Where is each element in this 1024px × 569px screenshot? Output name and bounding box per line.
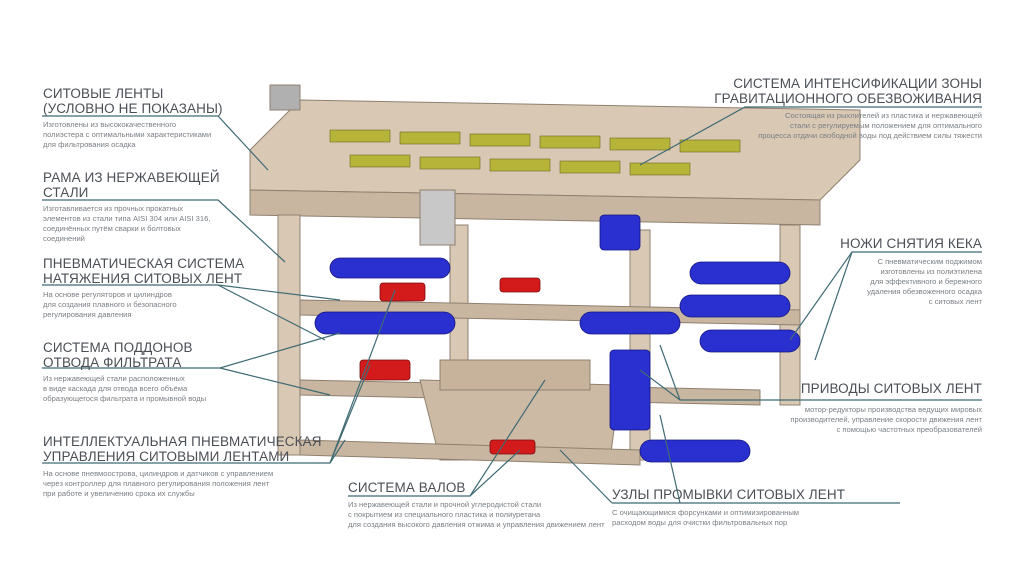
title-line: (условно не показаны) bbox=[43, 101, 223, 116]
desc-line: полиэстера с оптимальными характеристика… bbox=[43, 130, 212, 139]
callout-rollers-desc: Из нержавеющей стали и прочной углеродис… bbox=[348, 500, 605, 530]
leader-lines bbox=[42, 106, 982, 504]
desc-line: изготовлены из полиэтилена bbox=[880, 267, 982, 276]
desc-line: соединённых путём сварки и болтовых bbox=[43, 224, 181, 233]
desc-line: при работе и увеличению срока их службы bbox=[43, 489, 195, 498]
callout-washing-desc: С очищающимися форсунками и оптимизирова… bbox=[612, 508, 799, 528]
callout-drives-title: Приводы ситовых лент bbox=[801, 381, 982, 396]
gravity-zone-rakes bbox=[329, 129, 741, 176]
desc-line: С очищающимися форсунками и оптимизирова… bbox=[612, 508, 800, 517]
desc-line: элементов из стали типа AISI 304 или AIS… bbox=[43, 214, 211, 223]
filtrate-tray bbox=[439, 359, 591, 391]
desc-line: Состоящая из рыхлителей из пластика и не… bbox=[784, 111, 982, 120]
pneumatic-cylinders bbox=[359, 277, 541, 455]
desc-line: На основе регуляторов и цилиндров bbox=[43, 290, 172, 299]
title-line: натяжения ситовых лент bbox=[43, 271, 243, 286]
callout-knives-title: Ножи снятия кека bbox=[840, 236, 982, 251]
desc-line: Изготовлены из высококачественного bbox=[43, 120, 177, 129]
title-line: Приводы ситовых лент bbox=[800, 381, 982, 396]
desc-line: С пневматическим поджимом bbox=[877, 257, 982, 266]
desc-line: образующегося фильтрата и промывной воды bbox=[43, 394, 207, 403]
desc-line: для фильтрования осадка bbox=[43, 140, 136, 149]
desc-line: с покрытием из специального пластика и п… bbox=[348, 510, 541, 519]
title-line: Система интенсификации зоны bbox=[733, 76, 982, 91]
callout-gravity-desc: Состоящая из рыхлителей из пластика и не… bbox=[758, 111, 982, 141]
title-line: Интеллектуальная пневматическая bbox=[43, 434, 322, 449]
title-line: стали bbox=[43, 185, 89, 200]
rollers bbox=[314, 214, 801, 463]
title-line: Рама из нержавеющей bbox=[43, 170, 220, 185]
desc-line: для создания высокого давления отжима и … bbox=[348, 520, 605, 529]
desc-line: в виде каскада для отвода всего объёма bbox=[43, 384, 188, 393]
desc-line: На основе пневмоострова, цилиндров и дат… bbox=[43, 469, 274, 478]
desc-line: Изготавливается из прочных прокатных bbox=[43, 204, 184, 213]
title-line: Система валов bbox=[348, 480, 466, 495]
callout-tension-title: Пневматическая системанатяжения ситовых … bbox=[43, 256, 244, 286]
desc-line: удаления обезвоженного осадка bbox=[867, 287, 982, 296]
desc-line: стали с регулируемым положением для опти… bbox=[789, 121, 982, 130]
callout-washing-title: Узлы промывки ситовых лент bbox=[612, 487, 845, 502]
callout-rollers-title: Система валов bbox=[348, 480, 466, 495]
title-line: Пневматическая система bbox=[43, 256, 245, 271]
title-line: Ситовые ленты bbox=[43, 86, 164, 101]
title-line: Узлы промывки ситовых лент bbox=[612, 487, 846, 502]
desc-line: с ситовых лент bbox=[928, 297, 982, 306]
desc-line: с помощью частотных преобразователей bbox=[836, 425, 982, 434]
callout-control-title: Интеллектуальная пневматическаяуправлени… bbox=[43, 434, 322, 464]
title-line: управления ситовыми лентами bbox=[43, 449, 290, 464]
callout-belts-title: Ситовые ленты(условно не показаны) bbox=[43, 86, 223, 116]
title-line: Система поддонов bbox=[43, 340, 193, 355]
desc-line: для создания плавного и безопасного bbox=[43, 300, 177, 309]
callout-control-desc: На основе пневмоострова, цилиндров и дат… bbox=[43, 469, 273, 499]
desc-line: расходом воды для очистки фильтровальных… bbox=[612, 518, 788, 527]
desc-line: процесса отдачи свободной воды под дейст… bbox=[758, 131, 982, 140]
desc-line: регулирования давления bbox=[43, 310, 132, 319]
desc-line: Из нержавеющей стали расположенных bbox=[43, 374, 185, 383]
desc-line: соединений bbox=[43, 234, 85, 243]
desc-line: через контроллер для плавного регулирова… bbox=[43, 479, 270, 488]
desc-line: мотор-редукторы производства ведущих мир… bbox=[804, 405, 982, 414]
title-line: гравитационного обезвоживания bbox=[714, 91, 982, 106]
title-line: отвода фильтрата bbox=[43, 355, 182, 370]
desc-line: Из нержавеющей стали и прочной углеродис… bbox=[348, 500, 542, 509]
callout-trays-title: Система поддоновотвода фильтрата bbox=[43, 340, 193, 370]
callout-drives-desc: мотор-редукторы производства ведущих мир… bbox=[790, 405, 982, 435]
desc-line: для эффективного и бережного bbox=[870, 277, 982, 286]
title-line: Ножи снятия кека bbox=[840, 236, 982, 251]
desc-line: производителей, управление скорости движ… bbox=[790, 415, 982, 424]
callout-gravity-title: Система интенсификации зоныгравитационно… bbox=[714, 76, 982, 106]
